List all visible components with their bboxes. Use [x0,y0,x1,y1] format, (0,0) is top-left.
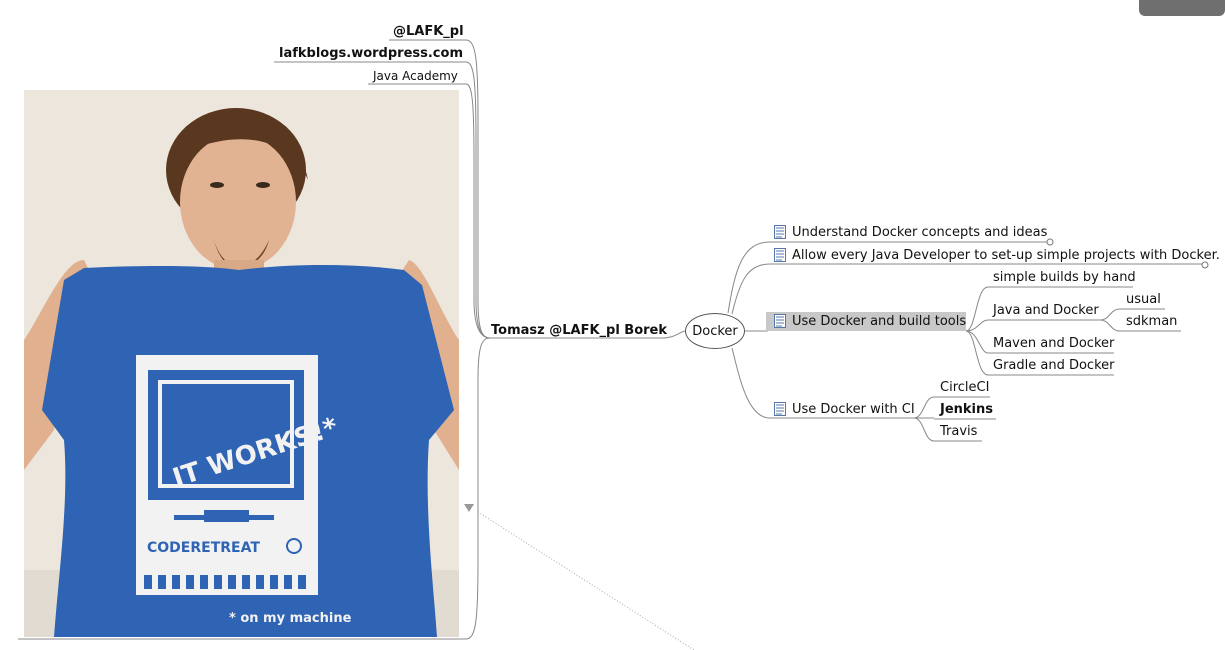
shirt-footnote: * on my machine [229,611,352,626]
topic-circleci[interactable]: CircleCI [940,380,990,395]
shirt-brand: CODERETREAT [147,540,260,556]
topic-gradle-and-docker[interactable]: Gradle and Docker [993,358,1115,373]
topic-docker-build-tools[interactable]: Use Docker and build tools [792,314,967,329]
topic-java-and-docker[interactable]: Java and Docker [993,303,1099,318]
fold-circle-icon [1201,261,1209,269]
topic-travis[interactable]: Travis [940,424,978,439]
note-icon[interactable] [774,402,786,416]
photo-link-blog[interactable]: lafkblogs.wordpress.com [279,46,463,61]
topic-jenkins[interactable]: Jenkins [940,402,994,417]
photo-link-java-academy[interactable]: Java Academy [373,69,458,83]
note-icon[interactable] [774,314,786,328]
profile-photo: IT WORKS!* CODERETREAT * on my machine [24,90,459,637]
window-tab[interactable] [1139,0,1225,16]
collapse-arrow-icon [464,504,474,512]
topic-maven-and-docker[interactable]: Maven and Docker [993,336,1115,351]
root-topic[interactable]: Tomasz @LAFK_pl Borek [491,323,668,338]
note-icon[interactable] [774,225,786,239]
selection-highlight [766,312,966,331]
docker-label: Docker [692,323,738,339]
topic-understand-docker[interactable]: Understand Docker concepts and ideas [792,225,1048,240]
topic-usual[interactable]: usual [1126,292,1161,307]
note-icon[interactable] [774,248,786,262]
topic-docker-ci[interactable]: Use Docker with CI [792,402,915,417]
topic-allow-java-developer[interactable]: Allow every Java Developer to set-up sim… [792,248,1220,263]
docker-central-topic[interactable]: Docker [685,313,745,349]
fold-circle-icon [1046,238,1054,246]
topic-simple-builds[interactable]: simple builds by hand [993,270,1136,285]
photo-link-twitter[interactable]: @LAFK_pl [393,24,464,39]
topic-sdkman[interactable]: sdkman [1126,314,1178,329]
